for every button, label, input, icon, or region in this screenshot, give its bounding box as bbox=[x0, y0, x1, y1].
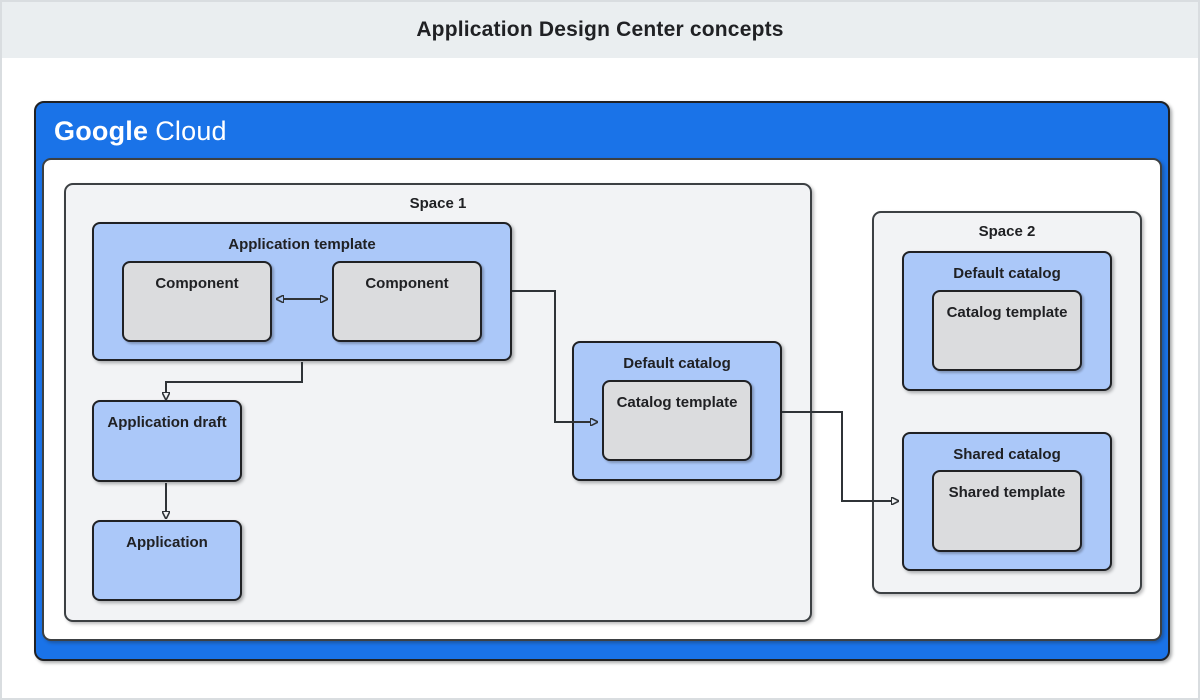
application-box: Application bbox=[92, 520, 242, 601]
component-left-box: Component bbox=[122, 261, 272, 342]
title-bar: Application Design Center concepts bbox=[2, 2, 1198, 58]
space-1-label: Space 1 bbox=[409, 195, 467, 212]
space-2-label: Space 2 bbox=[978, 223, 1036, 240]
application-draft-label: Application draft bbox=[107, 414, 227, 431]
page-title: Application Design Center concepts bbox=[416, 18, 784, 41]
component-left-label: Component bbox=[155, 275, 239, 292]
space2-shared-template-label: Shared template bbox=[948, 484, 1066, 501]
application-draft-box: Application draft bbox=[92, 400, 242, 482]
google-cloud-logo: Google Cloud bbox=[54, 113, 227, 149]
logo-google-text: Google bbox=[54, 115, 149, 146]
space2-catalog-template-label: Catalog template bbox=[946, 304, 1068, 321]
space1-default-catalog-label: Default catalog bbox=[623, 355, 731, 372]
space2-shared-catalog-label: Shared catalog bbox=[953, 446, 1061, 463]
space2-default-catalog-label: Default catalog bbox=[953, 265, 1061, 282]
application-template-label: Application template bbox=[228, 236, 376, 253]
space1-catalog-template-box: Catalog template bbox=[602, 380, 752, 461]
space1-catalog-template-label: Catalog template bbox=[616, 394, 738, 411]
component-right-label: Component bbox=[365, 275, 449, 292]
space2-shared-template-box: Shared template bbox=[932, 470, 1082, 552]
application-label: Application bbox=[126, 534, 208, 551]
space2-catalog-template-box: Catalog template bbox=[932, 290, 1082, 371]
logo-cloud-text: Cloud bbox=[155, 115, 227, 146]
component-right-box: Component bbox=[332, 261, 482, 342]
